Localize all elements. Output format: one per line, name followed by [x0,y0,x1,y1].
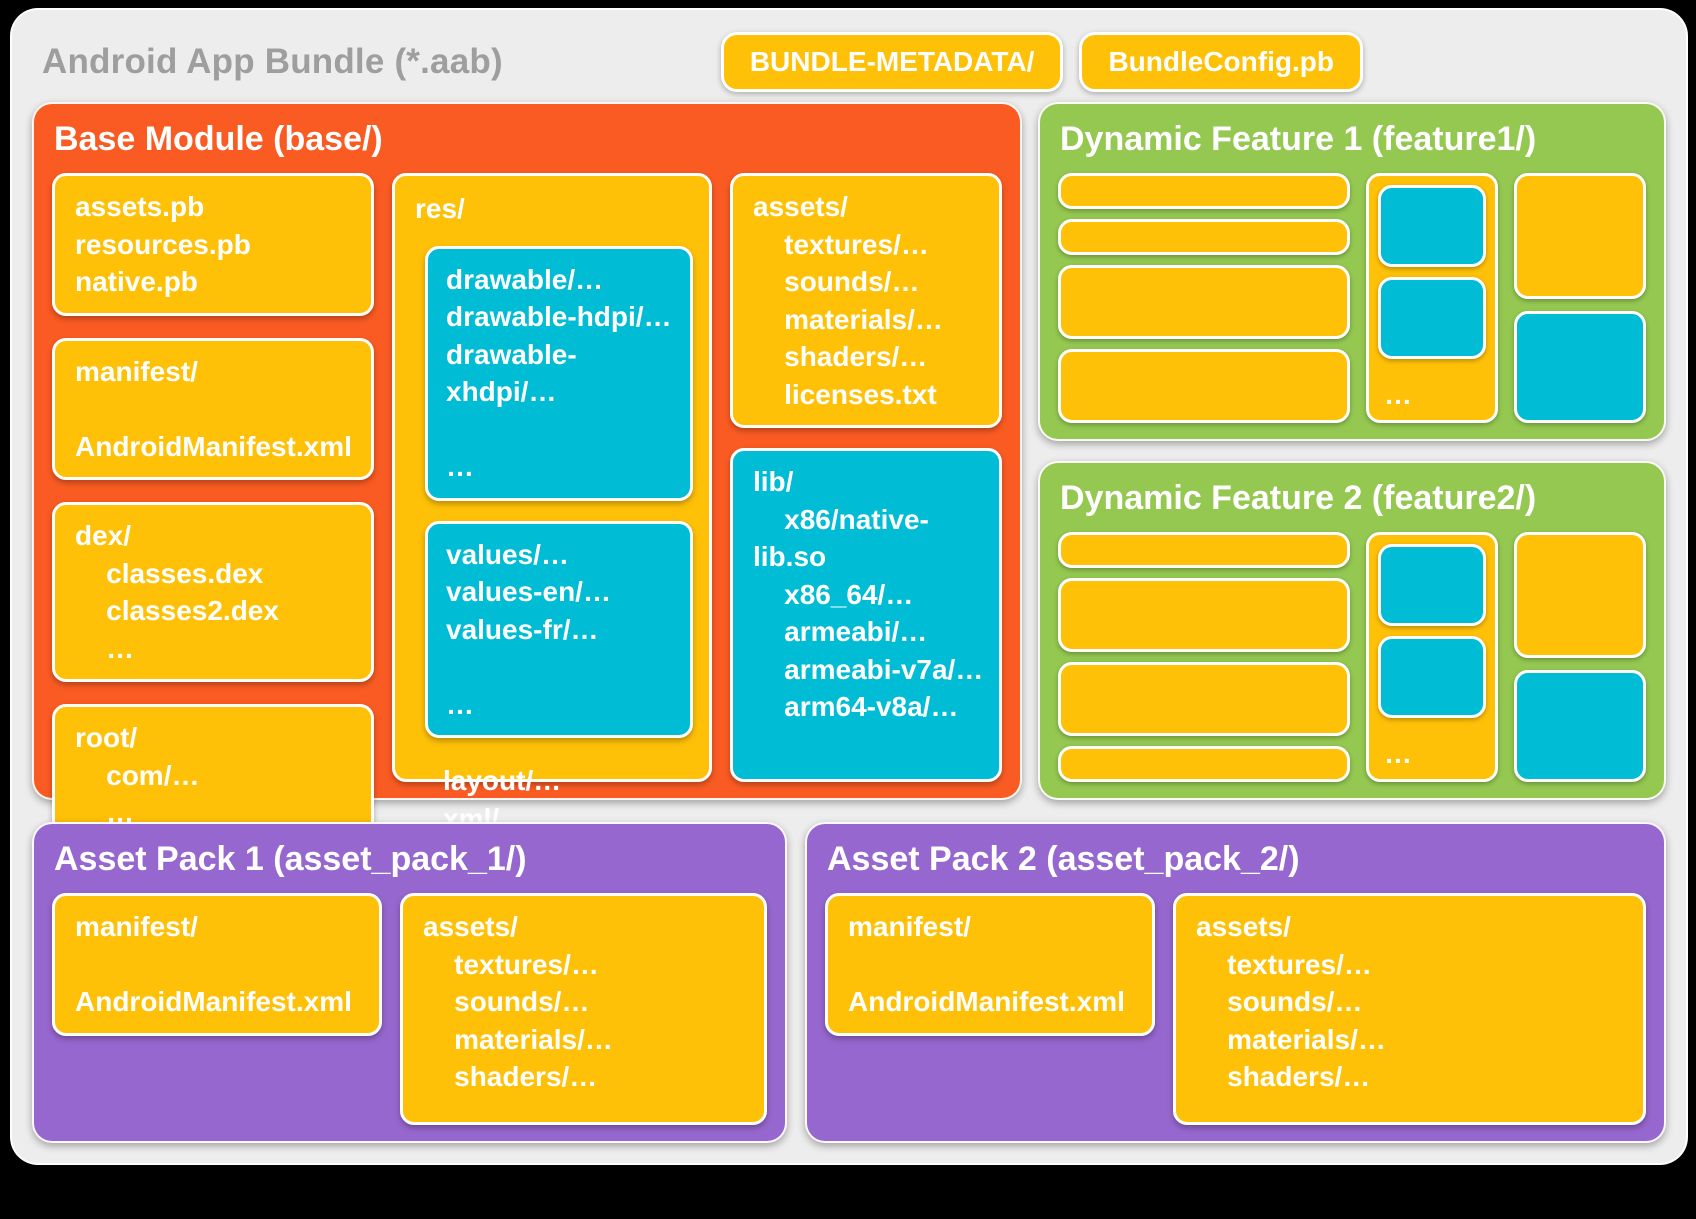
asset-packs-row: Asset Pack 1 (asset_pack_1/) manifest/ A… [32,822,1666,1143]
app-bundle-card: Android App Bundle (*.aab) BUNDLE-METADA… [10,8,1688,1165]
asset-pack-2-manifest-box: manifest/ AndroidManifest.xml [825,893,1155,1036]
placeholder-config-box [1514,670,1646,782]
drawable-box: drawable/… drawable-hdpi/… drawable-xhdp… [425,245,693,501]
dex-box: dex/ classes.dex classes2.dex … [52,502,374,683]
bundle-metadata-chip: BUNDLE-METADATA/ [720,32,1064,92]
feature2-res-column: … [1366,532,1498,782]
bundle-diagram: Base Module (base/) assets.pb resources.… [32,102,1666,1143]
asset-pack-1-title: Asset Pack 1 (asset_pack_1/) [54,840,527,878]
asset-pack-2: Asset Pack 2 (asset_pack_2/) manifest/ A… [805,822,1666,1143]
placeholder-file-box [1058,662,1350,736]
dynamic-feature-2-title: Dynamic Feature 2 (feature2/) [1060,479,1537,517]
placeholder-config-box [1378,544,1486,626]
feature1-lib-column [1514,173,1646,423]
base-column-1: assets.pb resources.pb native.pb manifes… [52,173,374,847]
base-module-columns: assets.pb resources.pb native.pb manifes… [52,173,1002,909]
placeholder-file-box [1514,173,1646,299]
feature2-file-column [1058,532,1350,782]
assets-box: assets/ textures/… sounds/… materials/… … [730,173,1002,429]
bundle-title: Android App Bundle (*.aab) [42,42,503,81]
asset-pack-2-assets-box: assets/ textures/… sounds/… materials/… … [1173,893,1646,1125]
manifest-box: manifest/ AndroidManifest.xml [52,337,374,481]
dynamic-feature-2: Dynamic Feature 2 (feature2/) … [1038,461,1666,800]
bundle-header: Android App Bundle (*.aab) BUNDLE-METADA… [32,22,1666,102]
pb-files-box: assets.pb resources.pb native.pb [52,173,374,316]
placeholder-config-box [1514,311,1646,423]
placeholder-file-box [1058,219,1350,255]
base-column-3: assets/ textures/… sounds/… materials/… … [730,173,1002,782]
feature2-ellipsis: … [1384,738,1412,769]
placeholder-file-box [1058,265,1350,339]
lib-box: lib/ x86/native-lib.so x86_64/… armeabi/… [730,448,1002,782]
dynamic-feature-1-title: Dynamic Feature 1 (feature1/) [1060,120,1537,158]
feature1-res-column: … [1366,173,1498,423]
placeholder-file-box [1514,532,1646,658]
res-label: res/ [415,193,465,224]
dynamic-feature-1-content: … [1058,173,1646,423]
res-box: res/ drawable/… drawable-hdpi/… drawable… [392,173,712,909]
placeholder-config-box [1378,185,1486,267]
feature1-file-column [1058,173,1350,423]
asset-pack-2-title: Asset Pack 2 (asset_pack_2/) [827,840,1300,878]
placeholder-file-box [1058,349,1350,423]
feature2-lib-column [1514,532,1646,782]
base-module-title: Base Module (base/) [54,120,383,158]
feature1-ellipsis: … [1384,379,1412,410]
placeholder-config-box [1378,636,1486,718]
asset-pack-1-assets-box: assets/ textures/… sounds/… materials/… … [400,893,767,1125]
asset-pack-2-content: manifest/ AndroidManifest.xml assets/ te… [825,893,1646,1125]
top-row: Base Module (base/) assets.pb resources.… [32,102,1666,909]
asset-pack-1-content: manifest/ AndroidManifest.xml assets/ te… [52,893,767,1125]
base-module: Base Module (base/) assets.pb resources.… [32,102,1022,909]
dynamic-feature-2-content: … [1058,532,1646,782]
values-box: values/… values-en/… values-fr/… … [425,520,693,739]
dynamic-features-column: Dynamic Feature 1 (feature1/) … [1038,102,1666,800]
placeholder-file-box [1058,578,1350,652]
bundle-config-chip: BundleConfig.pb [1079,32,1363,92]
placeholder-file-box [1058,532,1350,568]
placeholder-file-box [1058,173,1350,209]
asset-pack-1-manifest-box: manifest/ AndroidManifest.xml [52,893,382,1036]
asset-pack-1: Asset Pack 1 (asset_pack_1/) manifest/ A… [32,822,787,1143]
placeholder-file-box [1058,746,1350,782]
placeholder-config-box [1378,277,1486,359]
dynamic-feature-1: Dynamic Feature 1 (feature1/) … [1038,102,1666,441]
